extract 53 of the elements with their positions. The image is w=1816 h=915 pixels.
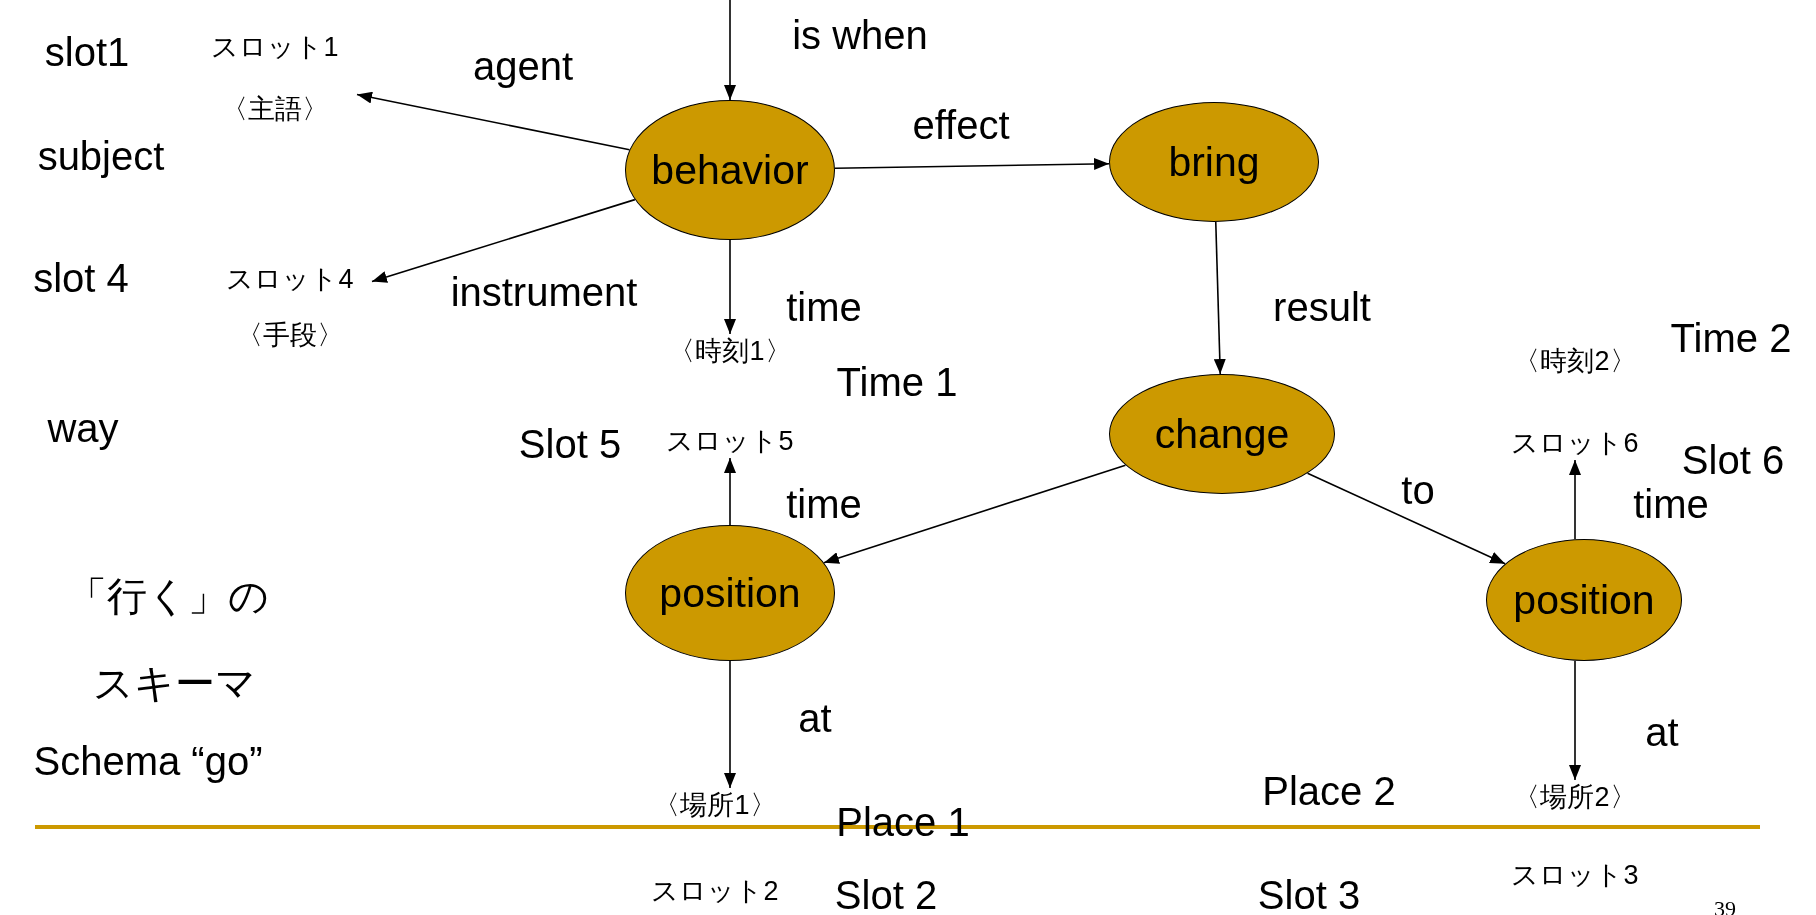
arrow (724, 239, 736, 335)
edge-label: at (1645, 709, 1679, 755)
text-label: Slot 2 (834, 872, 938, 915)
edge-label: result (1273, 284, 1371, 330)
text-label: slot 4 (33, 255, 129, 301)
text-label: スキーマ (92, 660, 256, 706)
slot-text: スロット1 (211, 31, 339, 64)
edge-label: is when (792, 12, 928, 58)
slot-text: スロット6 (1511, 427, 1639, 460)
arrow (834, 158, 1110, 170)
concept-ellipse: bring (1109, 102, 1319, 222)
slot-text: 〈時刻2〉 (1513, 345, 1637, 378)
slot-text: 〈時刻1〉 (668, 335, 792, 368)
text-label: Time 2 (1670, 315, 1792, 361)
edge-label: at (798, 695, 832, 741)
arrow (823, 464, 1127, 564)
edge-label: time (786, 284, 862, 330)
arrow (724, 0, 736, 101)
concept-ellipse: position (1486, 539, 1682, 661)
arrow (371, 198, 636, 283)
edge-label: time (1633, 481, 1709, 527)
concept-ellipse: behavior (625, 100, 835, 240)
edge-label: agent (472, 43, 574, 89)
text-label: 「行く」の (67, 573, 269, 619)
slot-text: スロット4 (226, 263, 354, 296)
text-label: Schema “go” (33, 738, 263, 784)
arrow (1213, 221, 1226, 375)
text-label: Slot 5 (518, 421, 622, 467)
slot-text: 〈場所1〉 (653, 789, 777, 822)
arrow (724, 457, 736, 526)
arrow (1569, 459, 1581, 540)
slot-text: スロット3 (1511, 859, 1639, 892)
slot-text: 〈手段〉 (236, 319, 344, 352)
concept-ellipse: change (1109, 374, 1335, 494)
arrow (724, 660, 736, 789)
edge-label: time (786, 481, 862, 527)
text-label: Slot 3 (1257, 872, 1361, 915)
text-label: Time 1 (836, 359, 958, 405)
arrow (1306, 472, 1506, 565)
text-label: way (47, 405, 119, 451)
concept-ellipse: position (625, 525, 835, 661)
edge-label: instrument (450, 269, 638, 315)
edge-label: to (1401, 467, 1435, 513)
slot-text: スロット5 (666, 425, 794, 458)
slot-text: 〈主語〉 (221, 93, 329, 126)
arrow (1569, 660, 1581, 781)
slot-text: 〈場所2〉 (1513, 781, 1637, 814)
text-label: slot1 (44, 29, 130, 75)
edge-label: effect (912, 102, 1010, 148)
text-label: Slot 6 (1681, 437, 1785, 483)
text-label: Place 2 (1262, 768, 1396, 814)
slot-text: スロット2 (651, 875, 779, 908)
text-label: subject (37, 133, 165, 179)
